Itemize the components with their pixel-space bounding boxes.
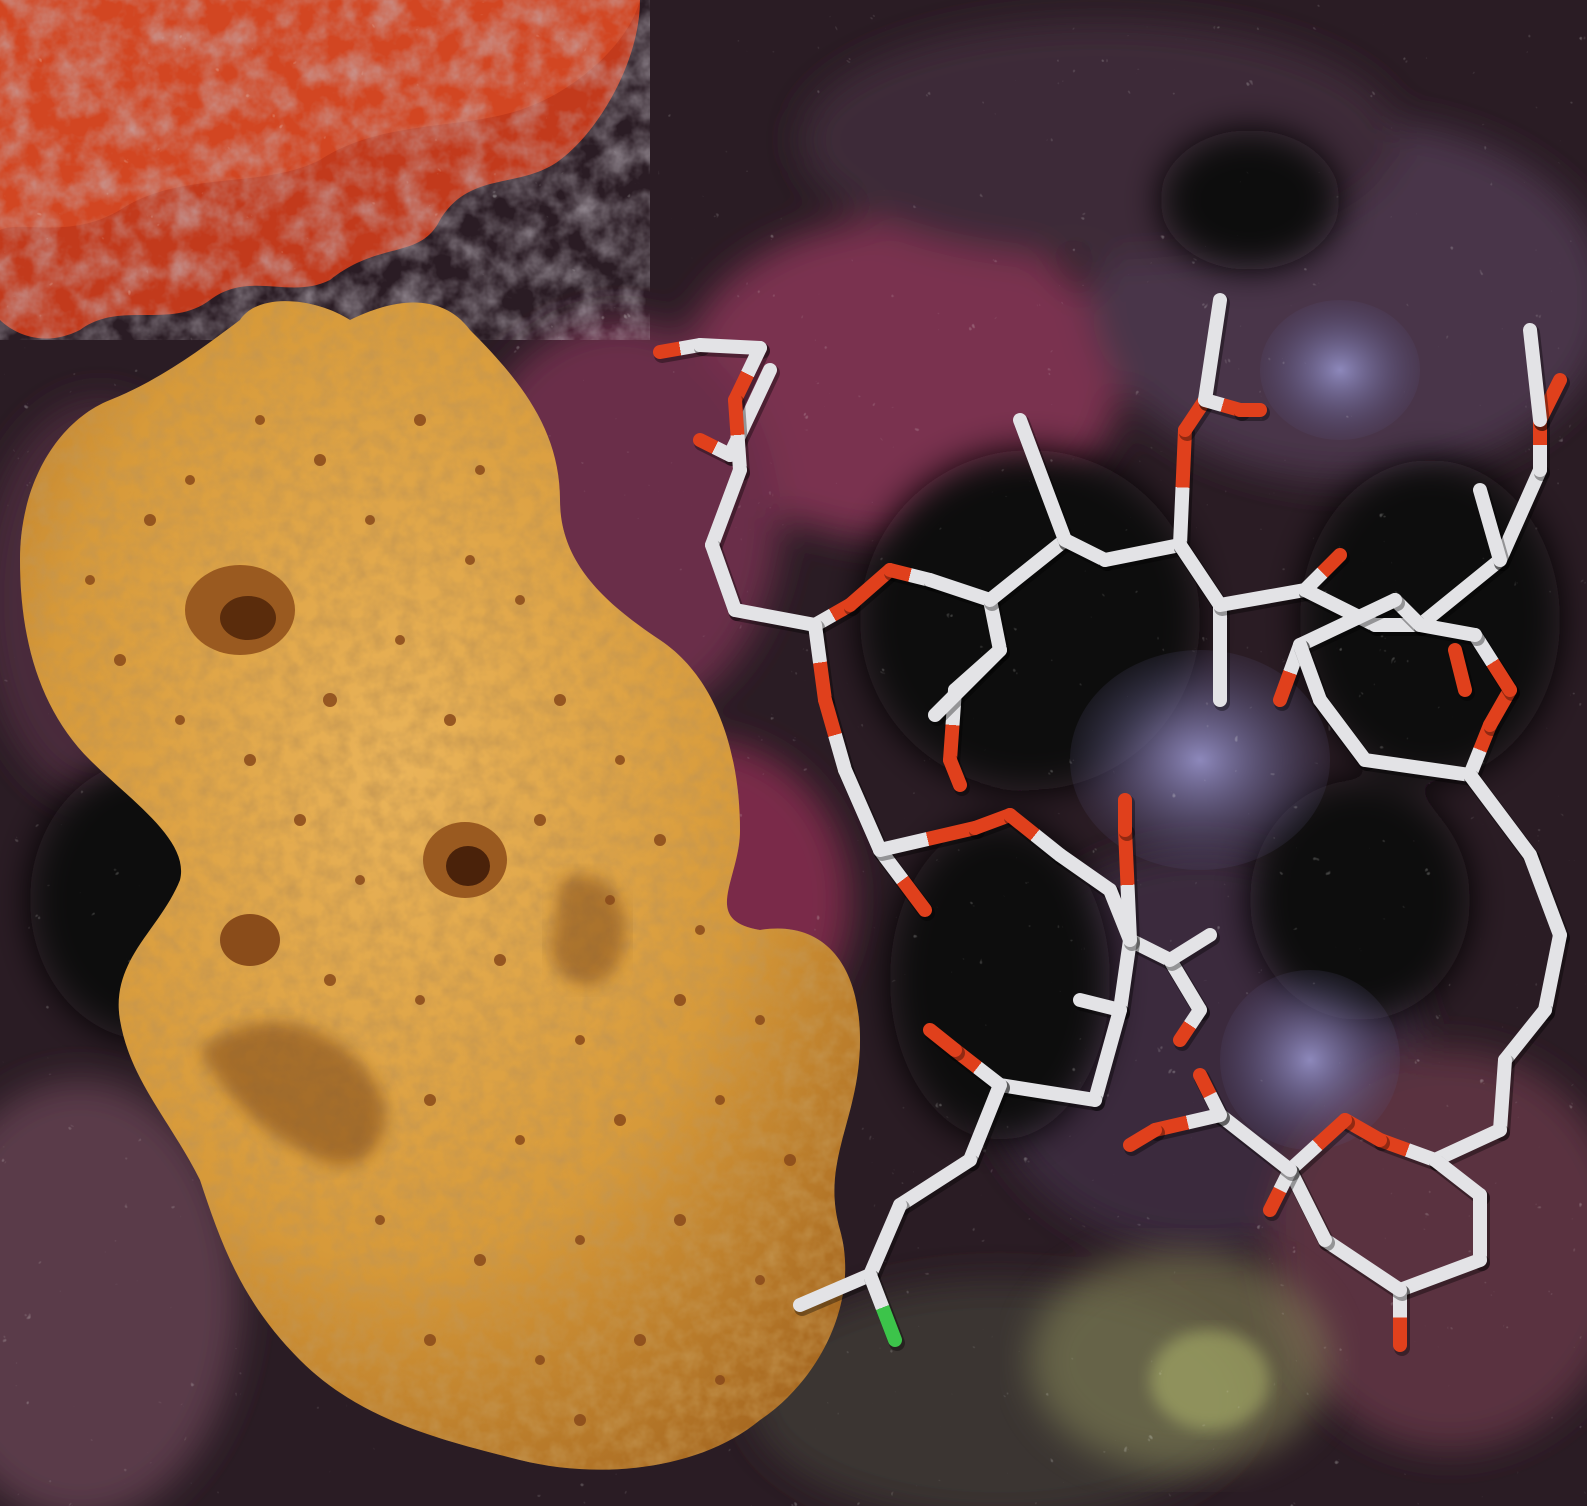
molecule-bond	[1173, 423, 1192, 552]
molecule-bond	[1413, 553, 1507, 632]
molecule-bond	[1413, 618, 1482, 642]
molecule-bond	[983, 593, 1007, 657]
molecule-bond	[838, 763, 887, 857]
molecule-bond	[1498, 1003, 1552, 1067]
molecule-bond	[1113, 933, 1137, 1017]
molecule-bond	[1293, 638, 1327, 707]
molecule-bond	[728, 393, 747, 477]
molecule-bond	[1163, 953, 1207, 1017]
molecule-bond	[1448, 643, 1472, 697]
molecule-bond	[1468, 628, 1517, 697]
molecule-bond	[728, 603, 822, 632]
molecule-bond	[1358, 753, 1477, 782]
molecule-bond	[1373, 1133, 1442, 1167]
molecule-bond	[1098, 538, 1187, 567]
molecule-bond	[1298, 548, 1347, 597]
molecule-bond	[843, 563, 897, 612]
molecule-bond	[728, 341, 767, 407]
molecule-bond	[948, 1043, 1007, 1092]
molecule-bond	[1088, 1003, 1127, 1107]
molecule-bond	[1263, 1163, 1297, 1217]
molecule-bond	[1213, 1108, 1297, 1177]
molecule-bond	[1123, 1123, 1162, 1152]
molecule-bond	[923, 1023, 962, 1057]
molecule-bond	[1293, 593, 1402, 652]
molecule-bond	[1118, 823, 1137, 947]
molecule-bond	[1163, 928, 1217, 967]
molecule-bond	[873, 843, 932, 917]
molecule-bond	[1123, 933, 1177, 967]
molecule-bond	[1148, 1108, 1227, 1137]
molecule-bond	[1198, 293, 1227, 407]
molecule-bond	[863, 1198, 907, 1282]
molecule-bond	[1213, 583, 1312, 612]
molecule-bond	[1173, 1003, 1207, 1047]
molecule-bond	[1013, 413, 1072, 547]
molecule-bond	[793, 1268, 877, 1312]
molecule-bond	[1523, 323, 1547, 427]
molecule-bond	[693, 433, 737, 462]
molecule-bond	[983, 533, 1072, 607]
sponge-pores	[85, 414, 796, 1426]
molecule-overlay	[653, 293, 1570, 1356]
molecule-bond	[1463, 768, 1537, 862]
molecule-bond	[1193, 1068, 1227, 1122]
molecule-bond	[818, 693, 852, 777]
molecule-bond	[808, 618, 832, 707]
molecule-bond	[1523, 848, 1567, 942]
molecule-bond	[993, 1078, 1102, 1107]
molecule-bond	[1493, 463, 1547, 567]
molecule-bond	[928, 643, 1007, 722]
molecule-bond	[1493, 1053, 1512, 1137]
molecule-bond	[1473, 483, 1507, 567]
molecule-bond	[1463, 718, 1497, 782]
molecule-bond	[1283, 1163, 1332, 1247]
molecule-bond	[943, 753, 967, 792]
molecule-bond	[923, 573, 997, 607]
molecule-bond	[1058, 533, 1112, 567]
molecule-bond	[893, 1153, 977, 1212]
molecule-bond	[1538, 928, 1567, 1017]
orange-sponge	[20, 301, 860, 1470]
molecule-bond	[1393, 1253, 1487, 1297]
molecule-bond	[873, 821, 982, 857]
molecule-bond	[863, 1268, 902, 1347]
molecule-bond	[693, 338, 767, 355]
molecule-bond	[1428, 1153, 1487, 1202]
molecule-bond	[705, 463, 747, 552]
molecule-bond	[1003, 808, 1067, 862]
molecule-bond	[1283, 1113, 1352, 1177]
molecule-bond	[1318, 1233, 1407, 1297]
molecule-bond	[1313, 693, 1372, 767]
molecule-bond	[1428, 1123, 1507, 1167]
molecule-bond	[1173, 538, 1227, 612]
molecule-bond	[705, 538, 742, 617]
molecule-bond	[963, 1078, 1007, 1167]
molecule-bond	[1053, 848, 1117, 897]
